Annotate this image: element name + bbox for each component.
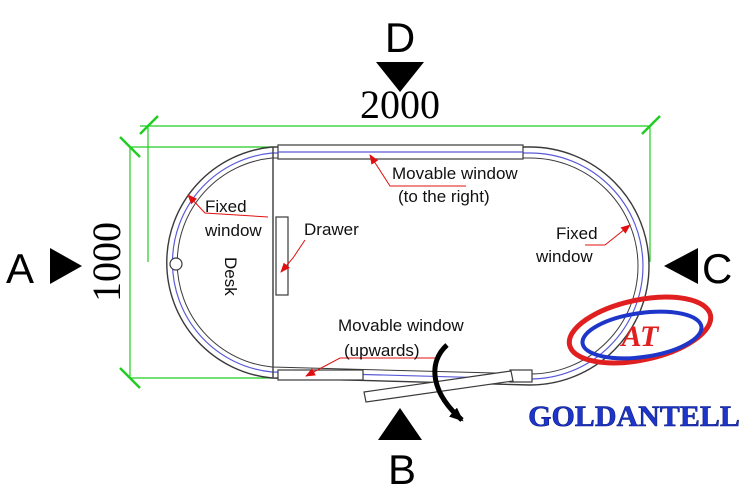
tick-top-right bbox=[641, 115, 661, 135]
view-marker-a: A bbox=[6, 245, 82, 292]
logo-blue-swoosh bbox=[580, 309, 704, 361]
view-marker-c: C bbox=[664, 245, 732, 292]
tick-left-bottom bbox=[119, 367, 141, 389]
leader-movable-bottom bbox=[305, 357, 440, 377]
leader-fixed-right bbox=[585, 224, 631, 246]
logo-monogram: AT bbox=[620, 320, 660, 353]
label-fixed-window-right-2: window bbox=[535, 247, 593, 266]
label-desk: Desk bbox=[221, 257, 240, 296]
view-label-c: C bbox=[702, 245, 732, 292]
outer-wall bbox=[166, 146, 650, 386]
label-movable-top-1: Movable window bbox=[392, 164, 518, 183]
goldantell-logo: AT GOLDANTELL bbox=[528, 294, 740, 433]
label-fixed-window-left-1: Fixed bbox=[205, 197, 247, 216]
triangle-right-icon bbox=[50, 248, 82, 284]
rotation-arrow-icon bbox=[432, 343, 464, 422]
label-fixed-window-right-1: Fixed bbox=[556, 224, 598, 243]
triangle-left-icon bbox=[664, 248, 698, 284]
tick-left-top bbox=[119, 136, 141, 158]
logo-wordmark: GOLDANTELL bbox=[528, 400, 740, 433]
view-label-b: B bbox=[388, 446, 416, 493]
dimension-lines bbox=[129, 125, 651, 379]
cabin-outline bbox=[166, 146, 650, 386]
inner-wall-2 bbox=[176, 157, 639, 375]
label-fixed-window-left-2: window bbox=[204, 221, 262, 240]
logo-red-swoosh bbox=[566, 294, 714, 366]
triangle-up-icon bbox=[378, 408, 422, 440]
leader-lines bbox=[187, 154, 631, 377]
inner-wall bbox=[171, 152, 644, 380]
leader-fixed-left bbox=[187, 194, 269, 218]
view-marker-b: B bbox=[378, 408, 422, 493]
bottom-window-frames bbox=[277, 369, 533, 383]
top-movable-window bbox=[277, 144, 524, 160]
view-marker-d: D bbox=[376, 14, 424, 92]
drawer-box bbox=[275, 216, 289, 296]
leader-movable-top bbox=[369, 154, 466, 187]
label-drawer: Drawer bbox=[304, 220, 359, 239]
label-movable-bottom-1: Movable window bbox=[338, 316, 464, 335]
leader-drawer bbox=[280, 239, 306, 273]
dimension-ticks bbox=[119, 115, 661, 389]
label-movable-bottom-2: (upwards) bbox=[344, 341, 420, 360]
view-label-d: D bbox=[385, 14, 415, 61]
label-movable-top-2: (to the right) bbox=[398, 187, 490, 206]
triangle-down-icon bbox=[376, 62, 424, 92]
view-label-a: A bbox=[6, 245, 34, 292]
bottom-left-frame bbox=[277, 369, 364, 381]
height-dimension-label: 1000 bbox=[84, 222, 129, 302]
tick-top-left bbox=[139, 115, 159, 135]
desk-hole bbox=[169, 257, 183, 271]
